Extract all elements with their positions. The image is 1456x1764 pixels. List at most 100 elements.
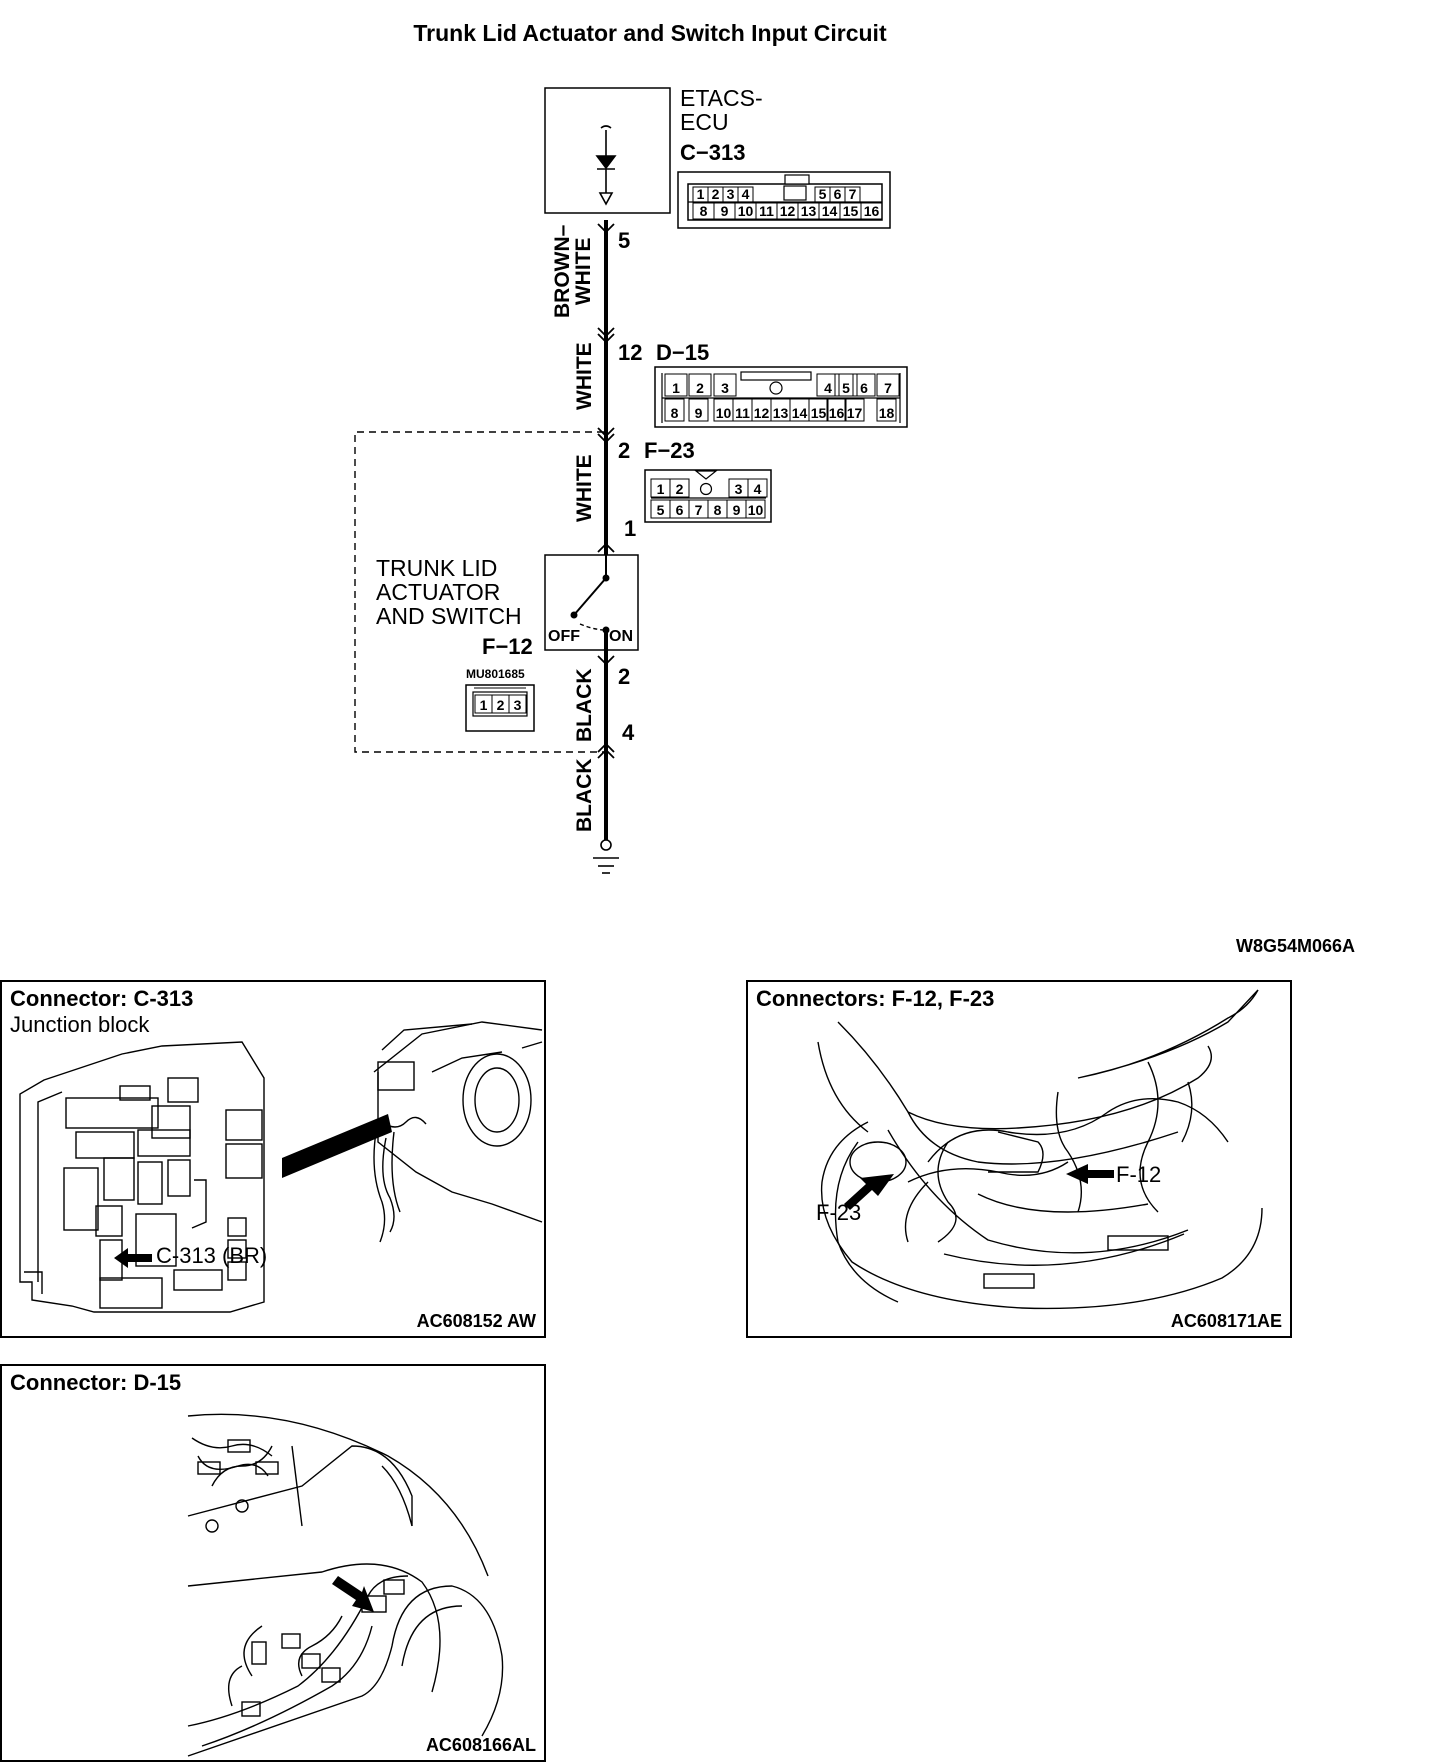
d15-pin-17: 17 [847,405,863,421]
f23-pin-9: 9 [733,502,741,518]
ecu-diode-symbol [595,125,617,206]
switch-box [544,554,639,651]
d15-pin-11: 11 [735,405,750,421]
d15-pin-6: 6 [860,380,868,396]
c313-cell-7 [844,186,861,203]
panel-c313-code: AC608152 AW [416,1311,536,1331]
panel-connectors-f12-f23: Connectors: F-12, F-23 F-23 [746,980,1292,1338]
rear-quarter-illustration [187,1413,504,1757]
actuator-label-line3: AND SWITCH [376,603,522,629]
f12-pin-1: 1 [480,697,488,713]
f23-callout: F-23 [816,1200,862,1225]
d15-pin-7: 7 [884,380,892,396]
d15-cell-8 [664,398,685,422]
d15-pin-4: 4 [824,380,832,396]
f23-label: F−23 [644,438,695,463]
c313-label: C−313 [680,140,746,165]
c313-pin-10: 10 [738,203,754,219]
diagram-title: Trunk Lid Actuator and Switch Input Circ… [413,20,887,46]
c313-callout: C-313 (BR) [156,1243,268,1268]
d15-cell-18 [876,398,897,422]
trunk-illustration [817,989,1263,1310]
f23-pin-4: 4 [754,481,762,497]
f23-pin-5: 5 [657,502,665,518]
d15-pin-3: 3 [721,380,729,396]
panel-d15-code: AC608166AL [425,1735,536,1755]
c313-pin-15: 15 [843,203,859,219]
d15-pin-12: 12 [754,405,770,421]
d15-pin-16: 16 [829,405,845,421]
pin-2-f23: 2 [618,438,631,463]
f23-pin-10: 10 [748,502,764,518]
f12-callout: F-12 [1116,1162,1162,1187]
f23-pin-3: 3 [735,481,743,497]
component-boundary [354,431,604,753]
f23-cell-2 [669,478,690,498]
d15-cell-9 [688,398,709,422]
c313-pin-16: 16 [864,203,880,219]
d15-pin-14: 14 [792,405,808,421]
panel-c313-subtitle: Junction block [10,1012,150,1037]
panel-c313-title: Connector: C-313 [10,986,194,1011]
d15-cell-7 [876,373,900,397]
f12-cell-3 [508,694,527,714]
d15-cell-2 [688,373,712,397]
c313-pin-9: 9 [721,203,729,219]
d15-cell-4 [816,373,840,397]
wire-color-white-2: WHITE [573,454,596,522]
c313-pin-14: 14 [822,203,838,219]
ecu-box [544,87,671,214]
f23-pin-1: 1 [657,481,665,497]
c313-pin-6: 6 [834,186,842,202]
f23-cell-4 [747,478,768,498]
connector-chevrons [597,223,615,759]
wire-color-black-1: BLACK [573,668,596,743]
c313-cell-16 [860,202,883,220]
d15-cell-5 [834,373,858,397]
d15-cell-1 [664,373,688,397]
ground-symbol [593,839,619,874]
pin-2-f12: 2 [618,664,631,689]
figure-code: W8G54M066A [1236,936,1356,956]
pin-4: 4 [622,720,635,745]
panel-connector-c313: Connector: C-313 Junction block [0,980,546,1338]
c313-pin-5: 5 [819,186,827,202]
f23-pin-6: 6 [676,502,684,518]
wire-color-brown-white: BROWN– WHITE [551,224,595,318]
f12-pin-3: 3 [514,697,522,713]
c313-pin-13: 13 [801,203,817,219]
d15-cell-17 [844,398,865,422]
panel-d15-title: Connector: D-15 [10,1370,182,1395]
panel-f12f23-title: Connectors: F-12, F-23 [756,986,995,1011]
c313-pin-12: 12 [780,203,796,219]
c313-pin-4: 4 [742,186,750,202]
c313-pin-7: 7 [849,186,857,202]
f12-pin-2: 2 [497,697,505,713]
c313-pin-1: 1 [697,186,705,202]
f23-pin-2: 2 [676,481,684,497]
d15-pin-8: 8 [671,405,679,421]
switch-off-label: OFF [548,628,580,645]
c313-cell-4 [737,186,754,203]
c313-pin-8: 8 [700,203,708,219]
switch-on-label: ON [609,628,633,645]
ecu-name-line1: ETACS- [680,85,763,111]
d15-pin-1: 1 [672,380,680,396]
c313-pin-2: 2 [712,186,720,202]
c313-pin-11: 11 [759,203,774,219]
d15-cell-3 [713,373,737,397]
f12-part-number: MU801685 [466,667,525,681]
f23-cell-10 [745,499,766,519]
actuator-label-line2: ACTUATOR [376,579,501,605]
d15-cell-16 [826,398,847,422]
d15-pin-9: 9 [695,405,703,421]
